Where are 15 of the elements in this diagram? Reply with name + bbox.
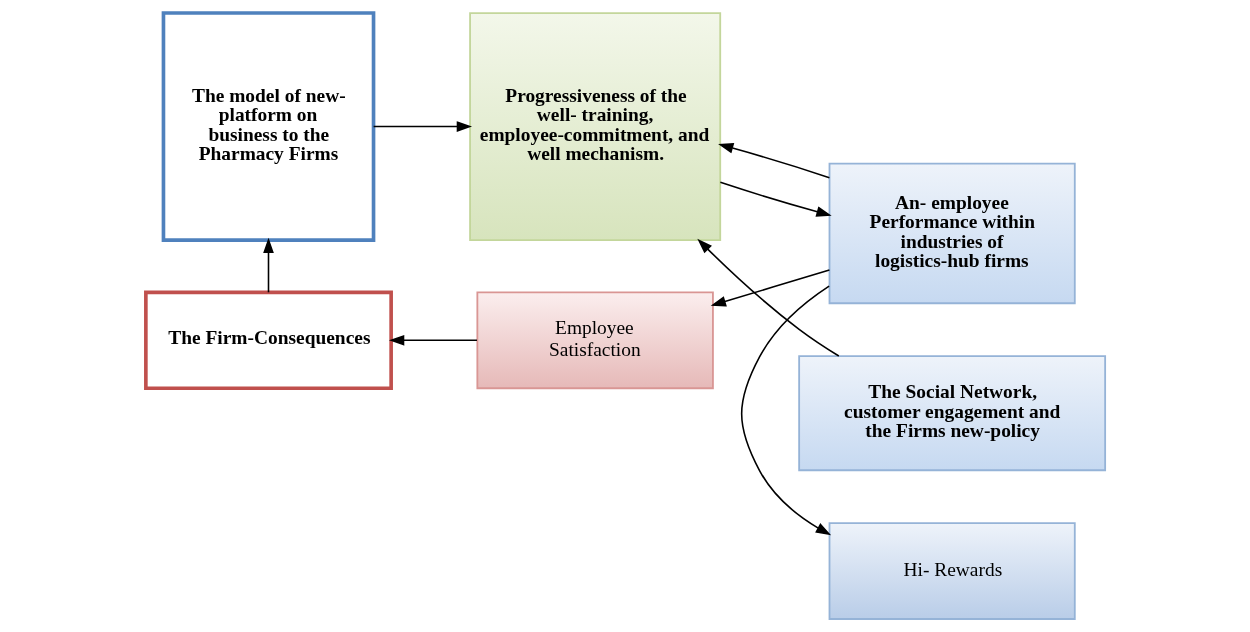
node-box: An- employee Performance within industries of logistics-hub firms <box>828 162 1076 305</box>
arrow <box>717 142 830 179</box>
node-box: Employee Satisfaction <box>475 291 714 390</box>
arrow <box>710 269 830 307</box>
arrow <box>262 237 274 294</box>
arrow <box>719 181 832 217</box>
node-box: Hi- Rewards <box>828 522 1076 620</box>
arrow <box>740 285 831 536</box>
arrow <box>372 121 472 132</box>
node-box: The Social Network, customer engagement and the Firms new-policy <box>797 355 1106 472</box>
arrow <box>696 238 840 357</box>
node-box: The model of new-platform on business to the Pharmacy Firms <box>161 11 375 242</box>
node-box: The Firm-Consequences <box>143 290 393 391</box>
node-box: Progressiveness of the well- training, employee-commitment, and well mechanism. <box>468 12 721 241</box>
arrow <box>388 334 478 346</box>
